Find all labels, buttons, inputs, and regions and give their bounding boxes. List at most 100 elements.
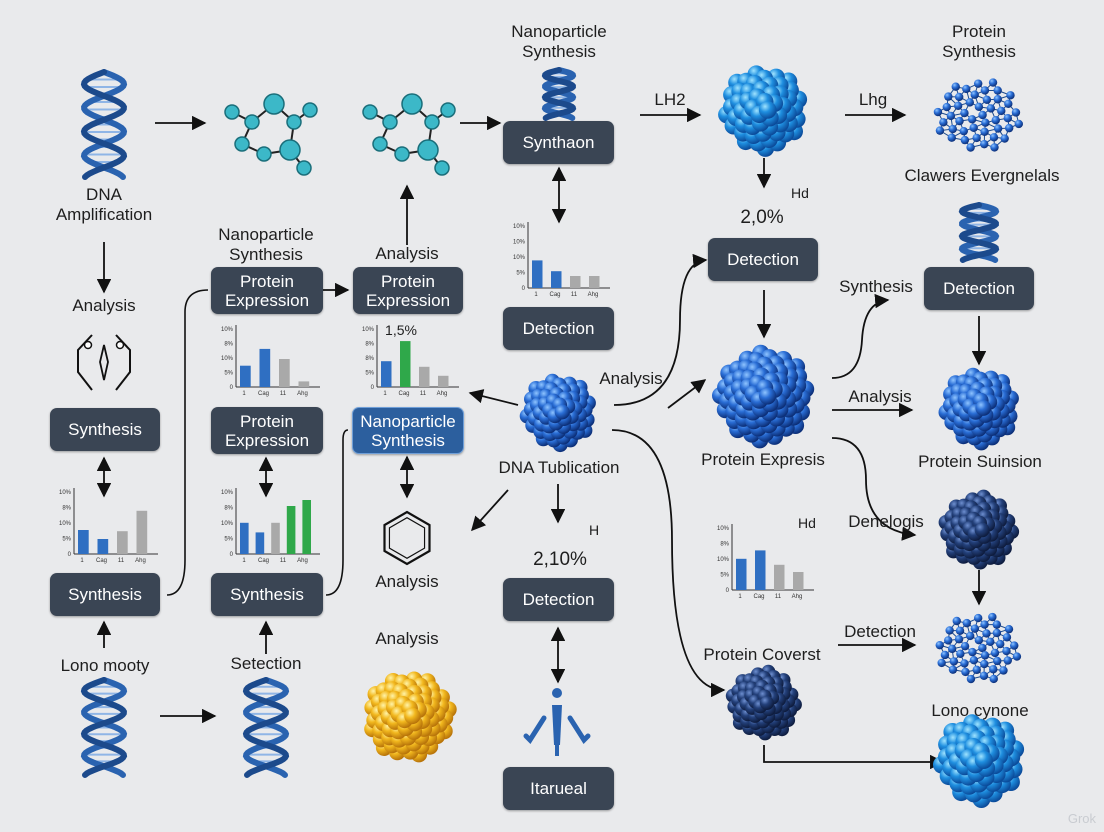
sphere-cluster-expresis [712, 344, 815, 449]
synthesis-box-3[interactable]: Synthesis [211, 573, 323, 616]
bar [589, 276, 600, 288]
protein-expression-box-3[interactable]: Protein Expression [211, 407, 323, 454]
protein-expression-box-1[interactable]: Protein Expression [211, 267, 323, 314]
analysis-right-label: Analysis [848, 387, 912, 406]
synthesis-right-label: Synthesis [839, 277, 913, 296]
nanoparticle-synthesis-box[interactable]: Nanoparticle Synthesis [352, 407, 464, 454]
sphere-cluster-top [718, 65, 808, 157]
itarueal-box[interactable]: Itarueal [503, 767, 614, 810]
x-tick-label: Cag [258, 558, 269, 564]
molecule-icon-1 [224, 93, 318, 176]
analysis-label-left: Analysis [72, 296, 136, 315]
bar [419, 366, 430, 387]
sphere-cluster-suinsion [938, 367, 1019, 451]
hd-right-label: Hd [798, 515, 816, 531]
x-tick-label: 1 [738, 594, 742, 600]
synthesis-box-1[interactable]: Synthesis [50, 408, 160, 451]
y-tick-label: 10% [513, 255, 526, 261]
analysis-hex-label: Analysis [375, 572, 439, 591]
y-tick-label: 10% [221, 521, 234, 527]
protein-synthesis-label: Protein Synthesis [942, 22, 1016, 61]
bar [255, 532, 265, 554]
dna-icon-bottom-mid [242, 677, 290, 778]
x-tick-label: 1 [242, 558, 246, 564]
x-tick-label: Ahg [297, 558, 308, 564]
dna-icon-right [958, 202, 1000, 263]
percent-top-label: 2,0% [740, 207, 784, 228]
bar [755, 550, 766, 590]
x-tick-label: 11 [571, 292, 578, 298]
detection-right-label: Detection [844, 622, 916, 641]
y-tick-label: 0 [522, 286, 526, 292]
figure-icon [523, 688, 591, 756]
lono-cynone-label: Lono cynone [931, 701, 1029, 720]
bar [381, 361, 392, 387]
y-tick-label: 10% [59, 490, 72, 496]
y-tick-label: 10% [221, 356, 234, 362]
x-tick-label: Ahg [588, 292, 599, 298]
arrow-to-detection-2 [613, 253, 708, 406]
dna-amplification-label: DNA Amplification [55, 185, 153, 224]
y-tick-label: 0 [68, 552, 72, 558]
hd-top-label: Hd [791, 185, 809, 201]
arrow-tublication-to-hex [471, 489, 509, 532]
detection-box-4[interactable]: Detection [503, 578, 614, 621]
bar [551, 271, 562, 288]
dna-icon-bottom-left [80, 677, 128, 778]
bar [298, 381, 310, 387]
x-tick-label: Cag [96, 558, 107, 564]
protein-expression-box-2[interactable]: Protein Expression [353, 267, 463, 314]
x-tick-label: 1 [242, 391, 246, 397]
setection-label: Setection [230, 654, 302, 673]
detection-box-2[interactable]: Detection [708, 238, 818, 281]
x-tick-label: Ahg [792, 594, 803, 600]
hexagon-icon [383, 510, 431, 566]
arrow-sphere-to-expresis [667, 379, 707, 409]
arrow-to-coverst [611, 429, 726, 698]
synthaon-box[interactable]: Synthaon [503, 121, 614, 164]
bar [736, 558, 747, 590]
y-tick-label: 8% [365, 342, 374, 348]
bar [279, 359, 290, 387]
synthesis-box-2[interactable]: Synthesis [50, 573, 160, 616]
detection-box-3[interactable]: Detection [924, 267, 1034, 310]
y-tick-label: 0 [371, 385, 375, 391]
bar [400, 341, 411, 387]
arrow-sphere-to-chart [468, 389, 519, 406]
arrow-denelogis [831, 437, 917, 541]
y-tick-label: 10% [362, 327, 375, 333]
y-tick-label: 8% [224, 506, 233, 512]
bar [793, 572, 804, 590]
lhg-label: Lhg [858, 90, 888, 109]
bar [78, 530, 89, 554]
arrow-synthesis-right [831, 293, 890, 379]
analysis-center-label: Analysis [599, 369, 663, 388]
y-tick-label: 8% [224, 342, 233, 348]
network-icon-top-right [933, 78, 1023, 152]
x-tick-label: Cag [753, 594, 764, 600]
y-tick-label: 5% [516, 271, 525, 277]
analysis-bracket-icon [77, 334, 131, 391]
y-tick-label: 0 [230, 552, 234, 558]
detection-box-1[interactable]: Detection [503, 307, 614, 350]
sphere-cluster-bottom-right [933, 714, 1025, 808]
y-tick-label: 10% [717, 557, 730, 563]
x-tick-label: Cag [549, 292, 560, 298]
y-tick-label: 0 [726, 588, 730, 594]
y-tick-label: 10% [59, 521, 72, 527]
x-tick-label: 11 [420, 391, 427, 397]
x-tick-label: 11 [280, 558, 287, 564]
clawers-label: Clawers Evergnelals [904, 166, 1060, 185]
dna-icon-top-center [541, 67, 577, 121]
dna-icon-top-left [80, 69, 128, 180]
analysis-lower-label: Analysis [375, 629, 439, 648]
bar [438, 375, 449, 387]
h-mid-label: H [588, 522, 600, 538]
y-tick-label: 8% [62, 506, 71, 512]
y-tick-label: 5% [224, 371, 233, 377]
